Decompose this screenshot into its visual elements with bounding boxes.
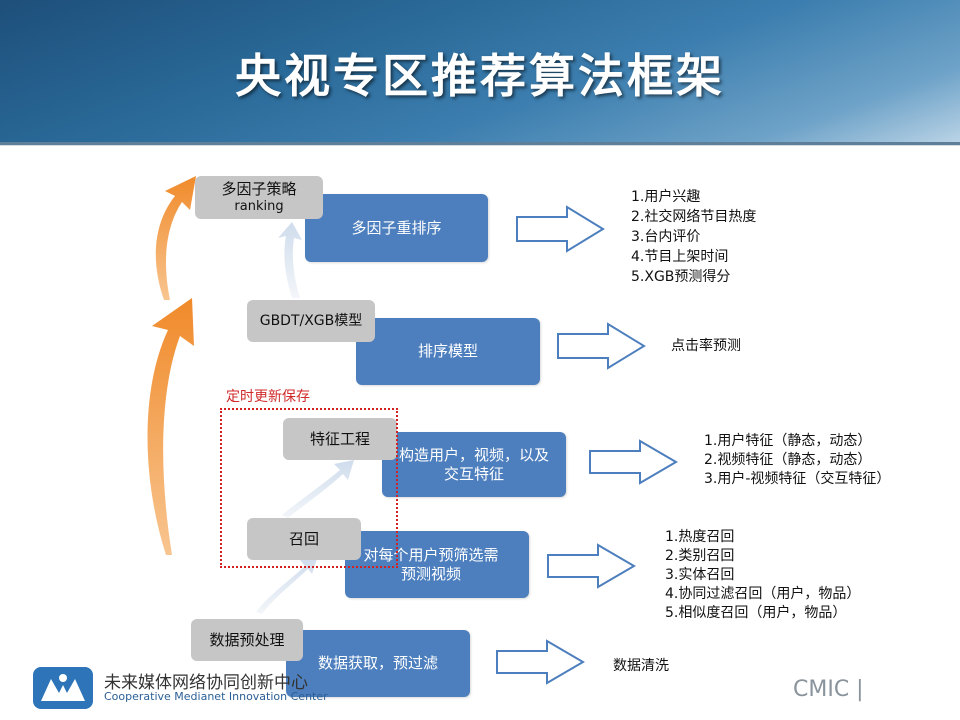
pale-arrow-2 (282, 460, 354, 518)
right-arrow-1 (516, 205, 605, 253)
right-arrow-4 (547, 543, 636, 589)
output-item: 2.社交网络节目热度 (631, 209, 757, 225)
output-item: 4.节目上架时间 (631, 249, 729, 265)
stage-box-recall: 召回 (247, 518, 361, 560)
output-item: 2.视频特征（静态，动态） (704, 452, 872, 468)
stage-label-feature-engineering: 特征工程 (309, 430, 370, 448)
output-ctr: 点击率预测 (671, 338, 741, 354)
update-region-outline (220, 408, 398, 568)
org-name-cn: 未来媒体网络协同创新中心 (104, 673, 308, 693)
stage-box-preprocess: 数据预处理 (191, 619, 303, 661)
process-label-rerank: 多因子重排序 (351, 218, 442, 237)
update-note: 定时更新保存 (226, 389, 310, 405)
stage-box-gbdt: GBDT/XGB模型 (247, 300, 375, 342)
process-box-rerank: 多因子重排序 (305, 194, 488, 262)
process-label-data: 数据获取，预过滤 (317, 654, 438, 672)
output-list-ranking: 1.用户兴趣 2.社交网络节目热度 3.台内评价 4.节目上架时间 5.XGB预… (631, 187, 756, 287)
output-item: 3.实体召回 (665, 567, 735, 583)
output-list-features: 1.用户特征（静态，动态） 2.视频特征（静态，动态） 3.用户-视频特征（交互… (704, 432, 890, 489)
process-box-data: 数据获取，预过滤 (286, 630, 470, 697)
process-label-ranking-model: 排序模型 (417, 342, 478, 360)
output-item: 2.类别召回 (665, 548, 735, 564)
stage-label-gbdt: GBDT/XGB模型 (259, 313, 363, 329)
right-arrow-5 (496, 639, 585, 685)
stage-sublabel-ranking: ranking (234, 198, 284, 214)
right-arrow-3 (589, 439, 678, 485)
header-banner (0, 0, 960, 145)
output-list-recall: 1.热度召回 2.类别召回 3.实体召回 4.协同过滤召回（用户，物品） 5.相… (665, 528, 860, 623)
header-divider (0, 145, 960, 146)
orange-arrow-upper (155, 176, 196, 300)
output-item: 3.用户-视频特征（交互特征） (704, 471, 891, 487)
stage-label-recall: 召回 (288, 530, 319, 548)
output-item: 3.台内评价 (631, 229, 701, 245)
output-item: 5.相似度召回（用户，物品） (665, 605, 847, 621)
slide-title: 央视专区推荐算法框架 (235, 49, 725, 103)
output-data-cleaning: 数据清洗 (613, 658, 669, 674)
stage-box-feature-engineering: 特征工程 (283, 418, 397, 460)
brand-mark: CMIC | (793, 677, 864, 702)
stage-box-multifactor: 多因子策略 ranking (195, 176, 323, 219)
process-box-features: 构造用户，视频，以及交互特征 (382, 432, 566, 497)
output-item: 1.用户兴趣 (631, 189, 701, 205)
org-name-en: Cooperative Medianet Innovation Center (104, 690, 328, 703)
output-item: 1.用户特征（静态，动态） (704, 433, 872, 449)
medianet-logo-icon (33, 667, 93, 709)
stage-label-multifactor: 多因子策略 (221, 179, 297, 198)
output-item: 1.热度召回 (665, 529, 735, 545)
stage-label-preprocess: 数据预处理 (209, 631, 285, 649)
right-arrow-2 (557, 322, 646, 370)
process-box-ranking-model: 排序模型 (356, 318, 540, 385)
output-item: 4.协同过滤召回（用户，物品） (665, 586, 861, 602)
orange-arrow-lower (147, 298, 194, 555)
pale-arrow-1 (256, 556, 318, 614)
process-label-features: 构造用户，视频，以及交互特征 (398, 445, 549, 483)
output-item: 5.XGB预测得分 (631, 269, 731, 285)
process-box-recall: 对每个用户预筛选需预测视频 (345, 531, 529, 598)
pale-arrow-3 (278, 222, 302, 298)
